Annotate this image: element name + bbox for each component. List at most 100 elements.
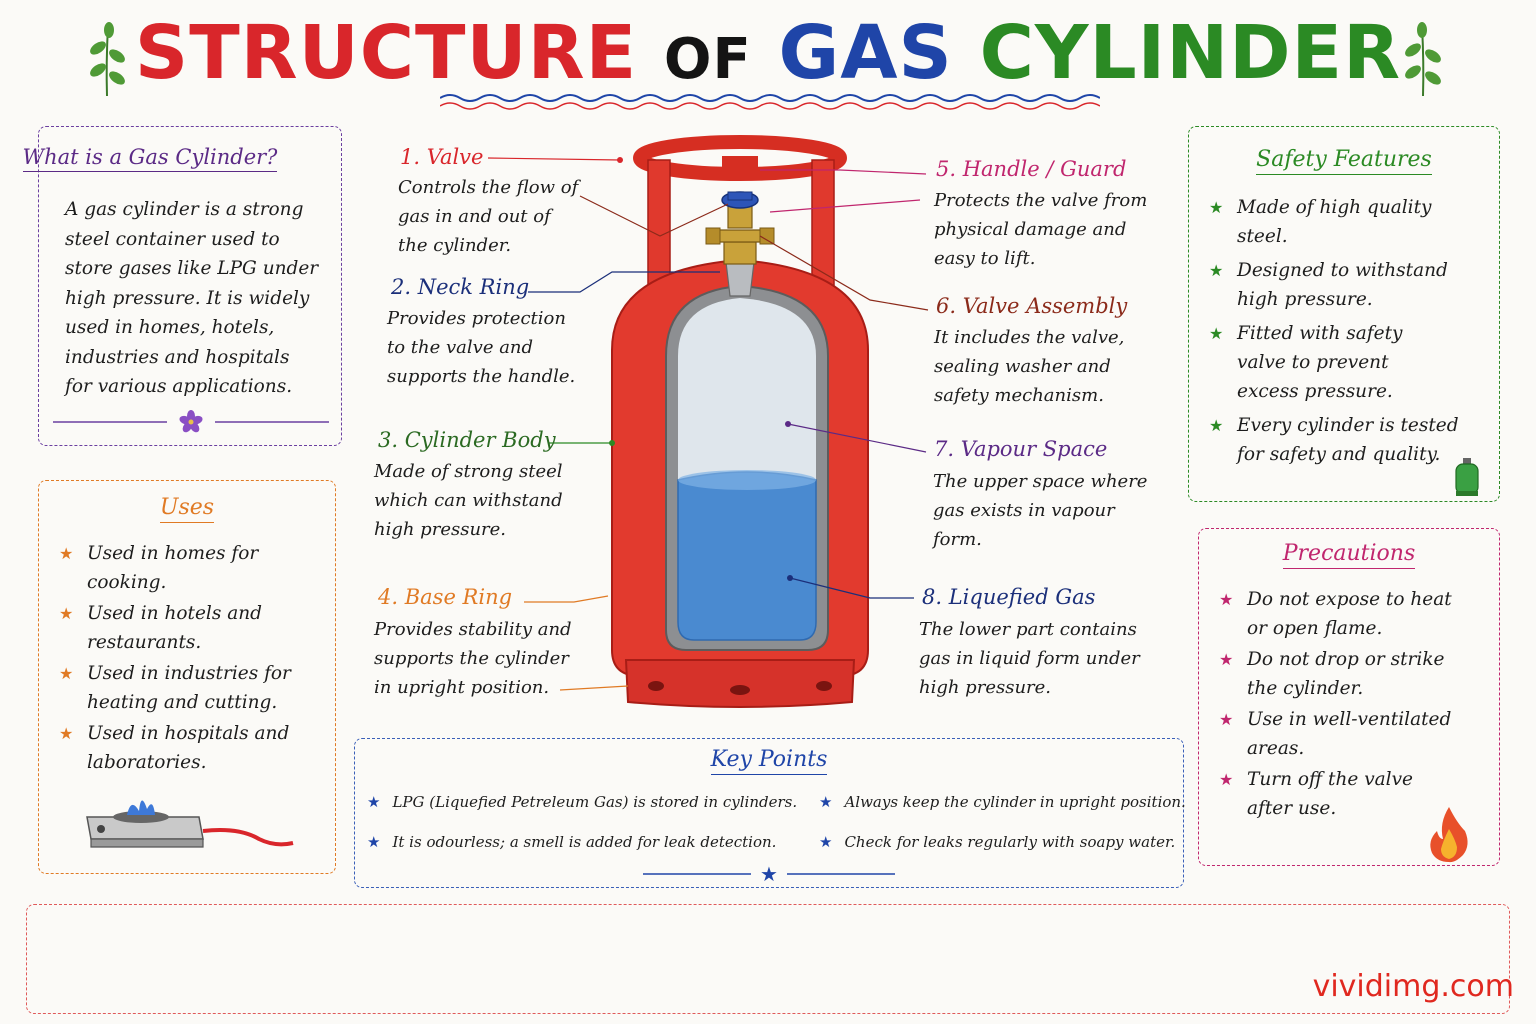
label-line: The lower part contains <box>919 619 1137 640</box>
star-icon: ★ <box>59 664 74 683</box>
what-is-line: high pressure. It is widely <box>65 287 310 309</box>
precautions-list: ★ Do not expose to heat or open flame. ★ Do… <box>1219 585 1452 825</box>
label-liquefied-gas-title: 8. Liquefied Gas <box>922 585 1096 609</box>
label-line: Provides protection <box>387 308 566 329</box>
safety-line: Made of high quality <box>1237 197 1432 218</box>
label-base-ring-desc: Provides stability and supports the cyli… <box>374 615 572 702</box>
safety-line: Designed to withstand <box>1237 260 1448 281</box>
precaution-line: Do not drop or strike <box>1247 649 1445 670</box>
what-is-line: industries and hospitals <box>65 346 290 368</box>
small-cylinder-icon <box>1455 458 1479 496</box>
title-word-of: OF <box>663 27 752 92</box>
precaution-line: Turn off the valve <box>1247 769 1413 790</box>
flower-icon <box>53 410 329 433</box>
key-point-text: Check for leaks regularly with soapy wat… <box>844 833 1176 851</box>
uses-line: laboratories. <box>87 752 207 773</box>
label-line: high pressure. <box>374 519 507 540</box>
safety-line: Every cylinder is tested <box>1237 415 1459 436</box>
star-icon: ★ <box>367 793 381 811</box>
star-icon: ★ <box>1219 770 1234 789</box>
precaution-line: the cylinder. <box>1247 678 1364 699</box>
label-cylinder-body-title: 3. Cylinder Body <box>378 428 556 452</box>
key-point-item: ★ Check for leaks regularly with soapy wa… <box>819 833 1175 851</box>
star-icon: ★ <box>1209 324 1224 343</box>
star-icon: ★ <box>1209 198 1224 217</box>
star-icon: ★ <box>59 544 74 563</box>
label-line: easy to lift. <box>934 248 1036 269</box>
label-valve-desc: Controls the flow of gas in and out of t… <box>398 173 578 260</box>
label-handle-guard-desc: Protects the valve from physical damage … <box>934 186 1147 273</box>
label-valve-assembly-title: 6. Valve Assembly <box>936 294 1128 318</box>
safety-line: high pressure. <box>1237 289 1373 310</box>
safety-line: Fitted with safety <box>1237 323 1403 344</box>
uses-line: heating and cutting. <box>87 692 278 713</box>
label-liquefied-gas-desc: The lower part contains gas in liquid fo… <box>919 615 1140 702</box>
label-line: form. <box>933 529 982 550</box>
star-icon: ★ <box>59 724 74 743</box>
what-is-line: A gas cylinder is a strong <box>65 199 304 220</box>
flame-icon <box>1430 807 1468 863</box>
label-cylinder-body-desc: Made of strong steel which can withstand… <box>374 457 563 544</box>
title-word-structure: STRUCTURE <box>134 10 638 96</box>
star-icon: ★ <box>1219 710 1234 729</box>
precaution-line: Do not expose to heat <box>1247 589 1452 610</box>
precaution-line: or open flame. <box>1247 618 1383 639</box>
title-word-gas: GAS <box>778 10 953 96</box>
label-line: the cylinder. <box>398 235 512 256</box>
label-line: safety mechanism. <box>934 385 1104 406</box>
key-point-item: ★ It is odourless; a smell is added for l… <box>367 833 776 851</box>
notes-box <box>26 904 1510 1014</box>
safety-line: valve to prevent <box>1237 352 1389 373</box>
what-is-text: A gas cylinder is a strong steel contain… <box>65 195 318 402</box>
label-handle-guard-title: 5. Handle / Guard <box>936 157 1127 181</box>
watermark: vividimg.com <box>1312 969 1514 1004</box>
label-line: physical damage and <box>934 219 1127 240</box>
label-line: gas in liquid form under <box>919 648 1140 669</box>
precaution-line: Use in well-ventilated <box>1247 709 1452 730</box>
star-icon: ★ <box>819 793 833 811</box>
label-line: It includes the valve, <box>934 327 1125 348</box>
label-valve-title: 1. Valve <box>400 145 484 169</box>
label-line: in upright position. <box>374 677 550 698</box>
title-underline <box>440 94 1100 110</box>
key-point-text: Always keep the cylinder in upright posi… <box>844 793 1186 811</box>
key-points-box: Key Points ★ LPG (Liquefied Petreleum Gas… <box>354 738 1186 888</box>
key-point-text: LPG (Liquefied Petreleum Gas) is stored … <box>392 793 798 811</box>
svg-text:★: ★ <box>760 863 778 885</box>
safety-heading: Safety Features <box>1256 147 1432 175</box>
uses-line: Used in homes for <box>87 543 259 564</box>
what-is-heading: What is a Gas Cylinder? <box>22 145 278 172</box>
leaf-icon-right <box>1405 22 1441 97</box>
star-icon: ★ <box>367 833 381 851</box>
page-title: STRUCTURE OF GAS CYLINDER <box>0 8 1536 105</box>
label-vapour-space-desc: The upper space where gas exists in vapo… <box>933 467 1147 554</box>
key-points-heading: Key Points <box>710 747 828 775</box>
uses-line: Used in hotels and <box>87 603 262 624</box>
star-icon: ★ <box>1219 650 1234 669</box>
label-line: supports the handle. <box>387 366 576 387</box>
title-word-cylinder: CYLINDER <box>979 10 1402 96</box>
key-point-text: It is odourless; a smell is added for le… <box>392 833 777 851</box>
uses-line: Used in industries for <box>87 663 291 684</box>
list-item: ★ Do not drop or strike the cylinder. <box>1219 645 1452 703</box>
leaf-icon-left <box>90 22 125 97</box>
uses-line: restaurants. <box>87 632 202 653</box>
star-icon: ★ <box>819 833 833 851</box>
key-point-item: ★ Always keep the cylinder in upright pos… <box>819 793 1186 811</box>
label-line: gas in and out of <box>398 206 551 227</box>
label-valve-assembly-desc: It includes the valve, sealing washer an… <box>934 323 1124 410</box>
what-is-line: steel container used to <box>65 228 280 250</box>
